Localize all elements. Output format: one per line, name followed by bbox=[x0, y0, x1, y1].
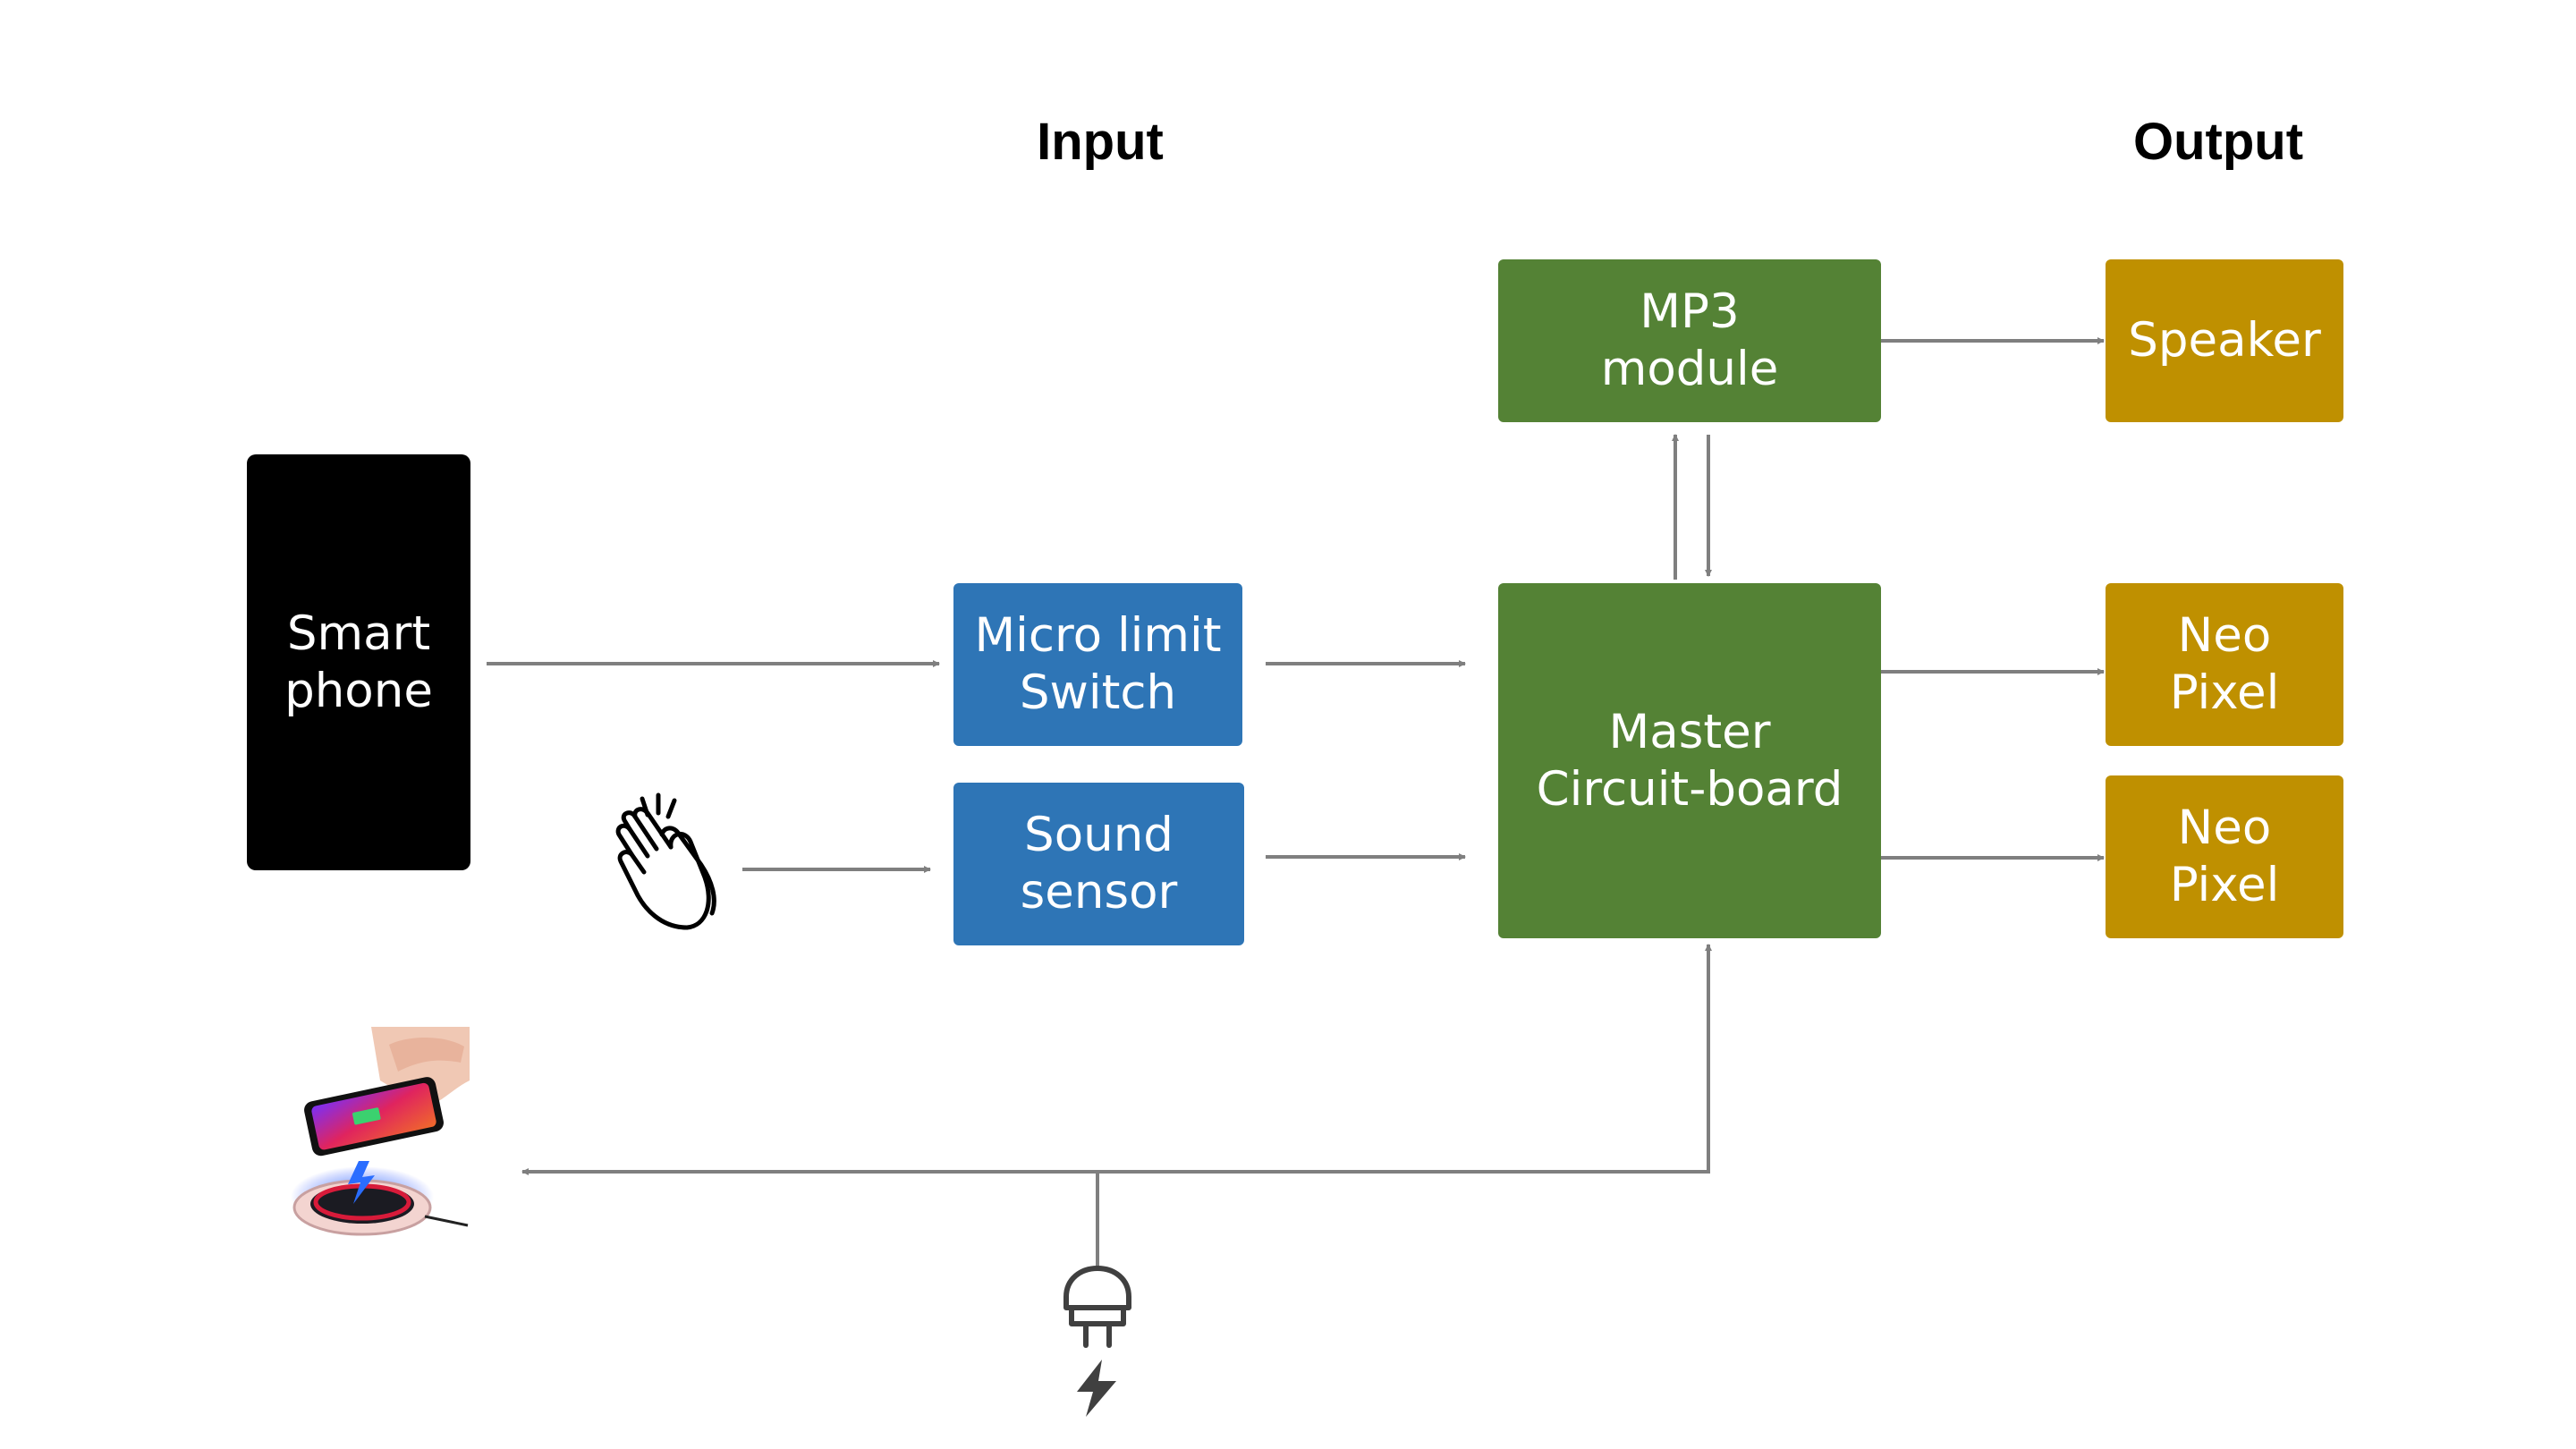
neopixel-1-label-line1: Neo bbox=[2177, 608, 2272, 663]
mp3-module-block: MP3 module bbox=[1498, 259, 1881, 422]
neopixel-block-2: Neo Pixel bbox=[2106, 775, 2343, 938]
speaker-block: Speaker bbox=[2106, 259, 2343, 422]
neopixel-2-label-line2: Pixel bbox=[2169, 858, 2280, 912]
master-label-line2: Circuit-board bbox=[1536, 761, 1843, 817]
input-heading: Input bbox=[1037, 113, 1164, 171]
neopixel-1-label-line2: Pixel bbox=[2169, 665, 2280, 720]
sound-sensor-block: Sound sensor bbox=[953, 783, 1244, 945]
lightning-bolt-icon bbox=[1077, 1360, 1116, 1417]
smartphone-block: Smart phone bbox=[247, 454, 470, 870]
output-heading: Output bbox=[2132, 113, 2304, 171]
micro-switch-label-line1: Micro limit bbox=[974, 608, 1222, 663]
speaker-label: Speaker bbox=[2128, 313, 2321, 368]
micro-switch-label-line2: Switch bbox=[1019, 665, 1177, 720]
neopixel-block-1: Neo Pixel bbox=[2106, 583, 2343, 746]
sound-sensor-label-line1: Sound bbox=[1024, 808, 1174, 862]
mp3-label-line1: MP3 bbox=[1640, 284, 1740, 339]
power-line-to-master bbox=[1097, 944, 1712, 1174]
smartphone-label-line1: Smart bbox=[286, 606, 431, 661]
clapping-hands-icon bbox=[615, 792, 716, 930]
master-circuit-board-block: Master Circuit-board bbox=[1498, 583, 1881, 938]
micro-limit-switch-block: Micro limit Switch bbox=[953, 583, 1242, 746]
sound-sensor-label-line2: sensor bbox=[1020, 865, 1178, 919]
power-plug-icon bbox=[1063, 1266, 1131, 1348]
smartphone-label-line2: phone bbox=[284, 663, 433, 718]
neopixel-2-label-line1: Neo bbox=[2177, 801, 2272, 855]
mp3-label-line2: module bbox=[1600, 342, 1779, 396]
master-label-line1: Master bbox=[1608, 704, 1771, 759]
wireless-charger-icon bbox=[291, 1027, 470, 1236]
